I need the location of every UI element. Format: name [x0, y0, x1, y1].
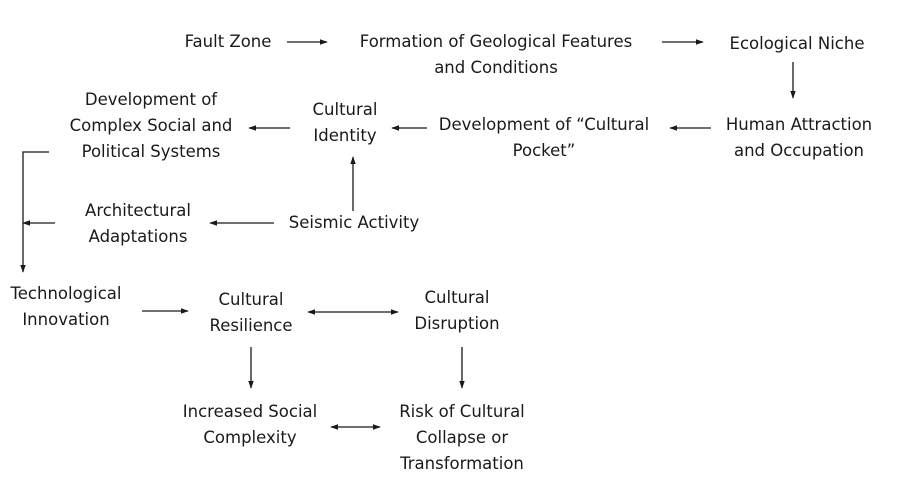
node-seismic-activity: Seismic Activity	[288, 213, 420, 232]
node-risk-of-cultural-collapse: Risk of Cultural Collapse or Transformat…	[399, 402, 525, 473]
arrow-complex-systems-to-technological	[20, 151, 49, 273]
node-development-of-complex-systems: Development of Complex Social and Politi…	[69, 90, 233, 161]
node-fault-zone: Fault Zone	[184, 32, 272, 51]
node-cultural-disruption: Cultural Disruption	[414, 288, 500, 333]
node-ecological-niche: Ecological Niche	[729, 34, 865, 53]
node-increased-social-complexity: Increased Social Complexity	[182, 402, 318, 447]
node-cultural-resilience: Cultural Resilience	[209, 290, 293, 335]
node-cultural-identity: Cultural Identity	[312, 100, 378, 145]
node-cultural-pocket: Development of “Cultural Pocket”	[438, 115, 650, 160]
node-human-attraction: Human Attraction and Occupation	[725, 115, 873, 160]
node-technological-innovation: Technological Innovation	[10, 284, 122, 329]
node-architectural-adaptations: Architectural Adaptations	[85, 201, 191, 246]
node-formation-of-geological-features: Formation of Geological Features and Con…	[359, 32, 633, 77]
